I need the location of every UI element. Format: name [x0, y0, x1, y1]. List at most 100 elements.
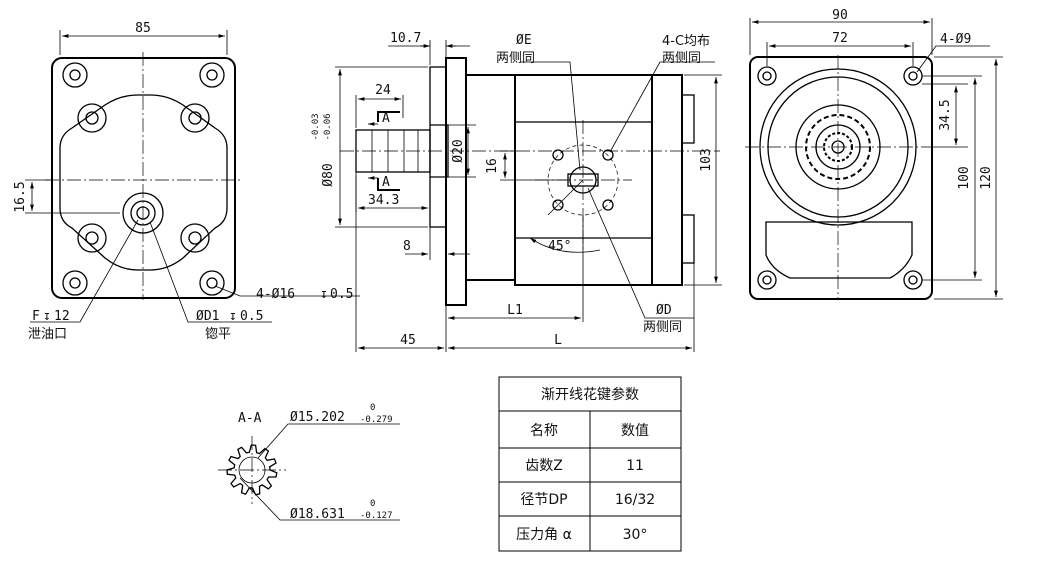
front-centerlines — [45, 52, 240, 300]
dim-10-7-text: 10.7 — [390, 31, 421, 46]
dim-8-ext — [429, 228, 447, 305]
rear-view: 90 72 4-Ø9 34.5 100 120 — [745, 8, 1003, 300]
label-port-d: ØD — [656, 303, 672, 318]
table-row — [589, 481, 682, 517]
side-view: 45° 10.7 24 A A 34.3 Ø80 -0.03 -0.06 Ø20 — [311, 31, 722, 352]
section-dia2: Ø18.631 — [290, 507, 345, 522]
section-dia2-upper: 0 — [370, 499, 375, 509]
label-drain-port: F — [32, 309, 40, 324]
dim-24-text: 24 — [375, 83, 391, 98]
label-threads-note: 两侧同 — [662, 51, 701, 66]
table-cell: 齿数Z — [525, 458, 563, 474]
side-body-lines — [515, 121, 652, 239]
table-cell: 16/32 — [615, 492, 655, 508]
side-front-housing — [466, 74, 516, 281]
leader-port-d — [587, 187, 694, 319]
section-mark-top-text: A — [382, 111, 390, 126]
angle-45-text: 45° — [548, 239, 571, 254]
dim-8-text: 8 — [403, 239, 411, 254]
spline-parameter-table: 渐开线花键参数 名称 数值 齿数Z 11 径节DP 16/32 压力角 α 30… — [498, 376, 682, 552]
dim-120-ext — [934, 56, 1003, 300]
side-thread-4 — [602, 199, 614, 211]
leader-port-e — [520, 61, 581, 171]
dim-80-tol-upper: -0.03 — [311, 113, 321, 140]
table-cell: 11 — [626, 458, 644, 474]
dim-90-ext — [749, 18, 933, 55]
section-a-a: A-A Ø15.202 0 -0.279 Ø18.631 0 -0.127 — [218, 403, 400, 522]
label-mount-holes: 4-Ø16 — [256, 287, 295, 302]
dim-bottom-ext — [355, 175, 695, 352]
front-body-lower — [59, 207, 228, 271]
section-title: A-A — [238, 411, 262, 426]
dim-85-ext — [59, 30, 228, 55]
dim-90-text: 90 — [832, 8, 848, 23]
section-mark-top — [377, 111, 400, 122]
leader-drain-port — [30, 219, 139, 323]
section-dia2-lower: -0.127 — [360, 511, 393, 521]
section-dia1-lower: -0.279 — [360, 415, 393, 425]
rear-centerlines — [745, 55, 935, 300]
front-bolt-holes — [62, 62, 225, 296]
label-port-d-note: 两侧同 — [643, 320, 682, 335]
leader-rear-holes — [916, 45, 990, 73]
front-body-upper — [59, 94, 228, 149]
dim-100-text: 100 — [957, 166, 972, 189]
dim-24-ext — [355, 95, 404, 128]
dim-120-text: 120 — [979, 166, 994, 189]
section-mark-bottom — [377, 178, 400, 191]
table-header-cell — [589, 410, 682, 449]
dim-80-tol-lower: -0.06 — [323, 113, 333, 140]
dim-100-ext — [922, 75, 982, 281]
section-mark-bottom-text: A — [382, 175, 390, 190]
label-mount-depth-symbol: ↧ — [320, 287, 328, 302]
side-rear-boss-bottom — [681, 214, 695, 264]
table-cell: 压力角 α — [516, 527, 572, 543]
side-thread-1 — [552, 149, 564, 161]
label-mount-depth: 0.5 — [330, 287, 353, 302]
table-header-value: 数值 — [621, 423, 649, 439]
side-shaft-collar — [430, 124, 449, 178]
side-rear-cover — [651, 74, 683, 286]
table-cell: 径节DP — [520, 492, 567, 508]
side-thread-2 — [602, 149, 614, 161]
dim-45-text: 45 — [400, 333, 416, 348]
angle-45-line — [547, 179, 584, 216]
dim-l1-text: L1 — [507, 303, 523, 318]
dim-80-text: Ø80 — [321, 163, 336, 186]
table-title: 渐开线花键参数 — [541, 386, 639, 403]
table-row — [589, 447, 682, 483]
side-flange — [445, 57, 467, 306]
table-row — [589, 515, 682, 552]
dim-16-5-ext — [25, 179, 120, 214]
dim-34-3-text: 34.3 — [368, 193, 399, 208]
section-dia1-upper: 0 — [370, 403, 375, 413]
leader-mount-holes — [214, 285, 360, 297]
front-view: 85 16.5 4-Ø16 ↧ 0.5 F ↧ 12 泄油口 ØD1 ↧ 0.5… — [13, 21, 360, 342]
side-thread-3 — [552, 199, 564, 211]
label-drain-depth-symbol: ↧ — [43, 309, 51, 324]
section-centerlines — [218, 436, 286, 504]
dim-85-text: 85 — [135, 21, 151, 36]
front-flange-inner — [59, 148, 228, 208]
dim-103-text: 103 — [699, 148, 714, 171]
angle-45-arc — [529, 237, 601, 253]
dim-16-ext — [500, 150, 568, 181]
label-port-e: ØE — [516, 33, 532, 48]
side-port-centerlines — [535, 120, 632, 250]
label-threads: 4-C均布 — [662, 34, 710, 49]
table-cell: 30° — [623, 527, 648, 543]
label-rear-holes: 4-Ø9 — [940, 32, 971, 47]
table-header-name: 名称 — [530, 423, 558, 439]
dim-103-ext — [684, 74, 722, 286]
rear-outline — [749, 56, 933, 300]
dim-72-ext — [766, 42, 914, 66]
label-port-e-note: 两侧同 — [496, 51, 535, 66]
table-row — [498, 481, 591, 517]
dim-16-5-text: 16.5 — [13, 181, 28, 212]
dim-20-text: Ø20 — [451, 139, 466, 162]
table-row — [498, 447, 591, 483]
front-flange-outline — [51, 57, 236, 299]
dim-34-5-ext — [922, 83, 968, 148]
